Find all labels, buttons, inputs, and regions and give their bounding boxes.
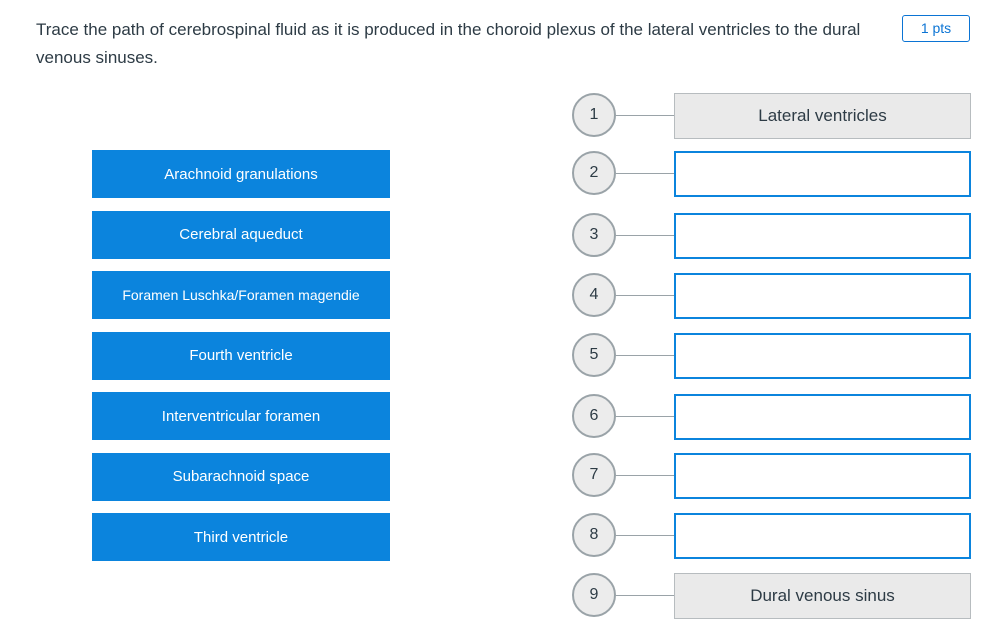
drag-item-cerebral-aqueduct[interactable]: Cerebral aqueduct bbox=[92, 210, 390, 259]
drop-target-8[interactable] bbox=[674, 513, 971, 559]
connector-line bbox=[616, 595, 674, 596]
drag-item-arachnoid-granulations[interactable]: Arachnoid granulations bbox=[92, 150, 390, 198]
slot-row-5: 5 bbox=[572, 333, 972, 379]
step-number-5: 5 bbox=[572, 333, 616, 377]
slot-row-3: 3 bbox=[572, 213, 972, 259]
step-number-7: 7 bbox=[572, 453, 616, 497]
slot-row-7: 7 bbox=[572, 453, 972, 499]
connector-line bbox=[616, 535, 674, 536]
connector-line bbox=[616, 416, 674, 417]
slot-row-4: 4 bbox=[572, 273, 972, 319]
step-number-2: 2 bbox=[572, 151, 616, 195]
connector-line bbox=[616, 235, 674, 236]
slot-1-fixed: Lateral ventricles bbox=[674, 93, 971, 139]
drag-options-list: Arachnoid granulations Cerebral aqueduct… bbox=[92, 150, 390, 574]
connector-line bbox=[616, 115, 674, 116]
drag-item-third-ventricle[interactable]: Third ventricle bbox=[92, 513, 390, 561]
drag-item-subarachnoid-space[interactable]: Subarachnoid space bbox=[92, 452, 390, 501]
slot-row-6: 6 bbox=[572, 394, 972, 440]
connector-line bbox=[616, 295, 674, 296]
step-number-4: 4 bbox=[572, 273, 616, 317]
step-number-8: 8 bbox=[572, 513, 616, 557]
drop-target-7[interactable] bbox=[674, 453, 971, 499]
points-badge: 1 pts bbox=[902, 15, 970, 42]
question-text: Trace the path of cerebrospinal fluid as… bbox=[36, 20, 861, 67]
slot-9-fixed: Dural venous sinus bbox=[674, 573, 971, 619]
slot-row-9: 9 Dural venous sinus bbox=[572, 573, 972, 619]
drop-target-5[interactable] bbox=[674, 333, 971, 379]
slot-row-2: 2 bbox=[572, 151, 972, 197]
step-number-6: 6 bbox=[572, 394, 616, 438]
step-number-3: 3 bbox=[572, 213, 616, 257]
drag-item-fourth-ventricle[interactable]: Fourth ventricle bbox=[92, 331, 390, 380]
step-number-9: 9 bbox=[572, 573, 616, 617]
connector-line bbox=[616, 475, 674, 476]
slot-row-8: 8 bbox=[572, 513, 972, 559]
drag-item-interventricular-foramen[interactable]: Interventricular foramen bbox=[92, 392, 390, 440]
drop-target-4[interactable] bbox=[674, 273, 971, 319]
connector-line bbox=[616, 355, 674, 356]
drop-target-6[interactable] bbox=[674, 394, 971, 440]
slot-row-1: 1 Lateral ventricles bbox=[572, 93, 972, 139]
step-number-1: 1 bbox=[572, 93, 616, 137]
drop-target-3[interactable] bbox=[674, 213, 971, 259]
drop-target-2[interactable] bbox=[674, 151, 971, 197]
drag-item-foramen-luschka-magendie[interactable]: Foramen Luschka/Foramen magendie bbox=[92, 271, 390, 319]
connector-line bbox=[616, 173, 674, 174]
